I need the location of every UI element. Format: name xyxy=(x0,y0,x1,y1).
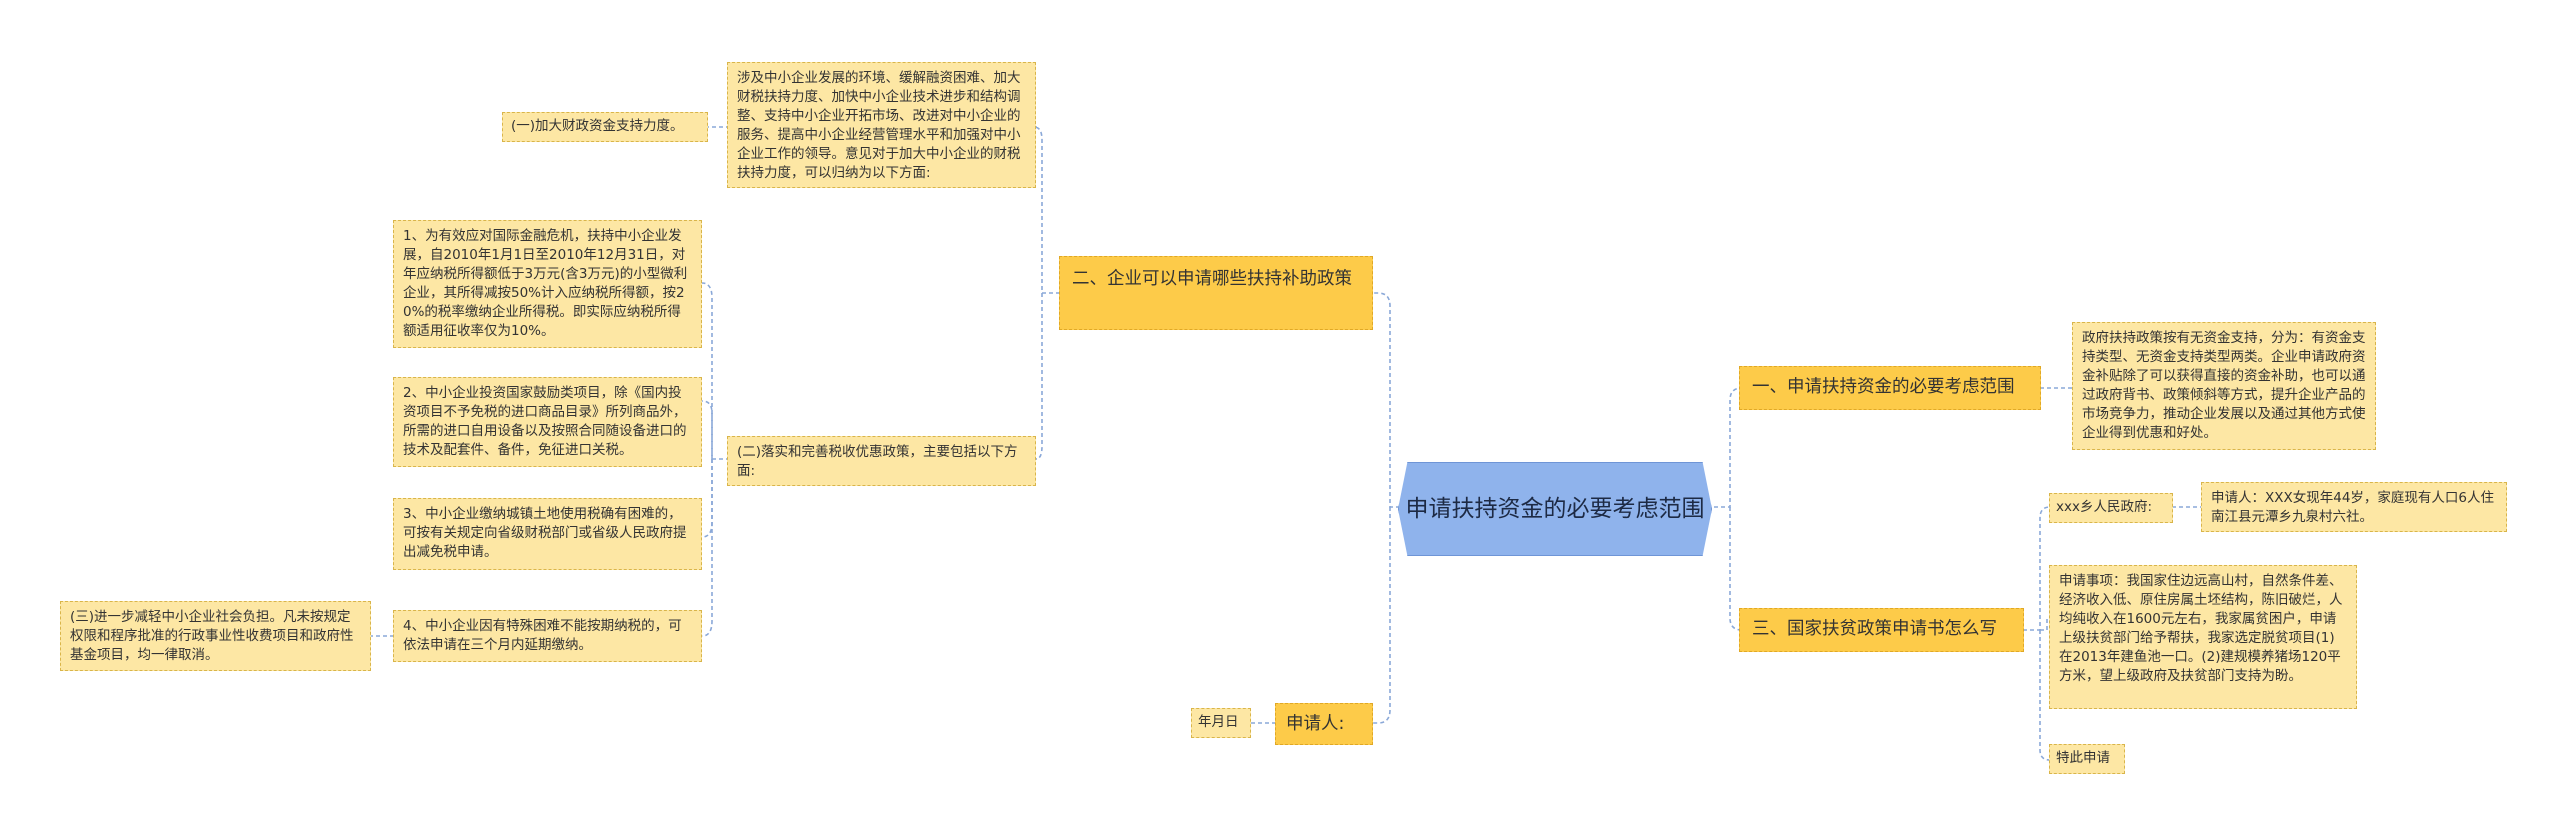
branch-2-intro-text: 涉及中小企业发展的环境、缓解融资困难、加大财税扶持力度、加快中小企业技术进步和结… xyxy=(737,70,1021,181)
branch-1-title: 一、申请扶持资金的必要考虑范围 xyxy=(1752,377,2015,397)
branch-3-person[interactable]: 申请人：XXX女现年44岁，家庭现有人口6人住南江县元潭乡九泉村六社。 xyxy=(2201,482,2507,532)
branch-1-detail-text: 政府扶持政策按有无资金支持，分为：有资金支持类型、无资金支持类型两类。企业申请政… xyxy=(2082,330,2366,441)
branch-3-gov-text: xxx乡人民政府: xyxy=(2056,499,2153,515)
branch-3-node[interactable]: 三、国家扶贫政策申请书怎么写 xyxy=(1739,608,2024,652)
branch-2-sub2[interactable]: 2、中小企业投资国家鼓励类项目，除《国内投资项目不予免税的进口商品目录》所列商品… xyxy=(393,377,702,467)
branch-3-matter-text: 申请事项：我国家住边远高山村，自然条件差、经济收入低、原住房属土坯结构，陈旧破烂… xyxy=(2059,573,2343,684)
applicant-date[interactable]: 年月日 xyxy=(1191,708,1251,738)
branch-3-gov[interactable]: xxx乡人民政府: xyxy=(2049,493,2173,523)
applicant-title: 申请人: xyxy=(1286,714,1345,734)
branch-2-item2[interactable]: (二)落实和完善税收优惠政策，主要包括以下方面: xyxy=(727,436,1036,486)
applicant-node[interactable]: 申请人: xyxy=(1275,703,1373,745)
branch-2-sub2-text: 2、中小企业投资国家鼓励类项目，除《国内投资项目不予免税的进口商品目录》所列商品… xyxy=(403,385,687,458)
root-label: 申请扶持资金的必要考虑范围 xyxy=(1405,496,1705,522)
branch-2-item3[interactable]: (三)进一步减轻中小企业社会负担。凡未按规定权限和程序批准的行政事业性收费项目和… xyxy=(60,601,371,671)
branch-2-node[interactable]: 二、企业可以申请哪些扶持补助政策 xyxy=(1059,256,1373,330)
branch-3-title: 三、国家扶贫政策申请书怎么写 xyxy=(1752,619,1997,639)
branch-3-matter[interactable]: 申请事项：我国家住边远高山村，自然条件差、经济收入低、原住房属土坯结构，陈旧破烂… xyxy=(2049,565,2357,709)
branch-2-item3-text: (三)进一步减轻中小企业社会负担。凡未按规定权限和程序批准的行政事业性收费项目和… xyxy=(70,609,354,663)
branch-2-item1[interactable]: (一)加大财政资金支持力度。 xyxy=(502,112,708,142)
branch-2-title: 二、企业可以申请哪些扶持补助政策 xyxy=(1072,269,1352,289)
branch-2-sub4[interactable]: 4、中小企业因有特殊困难不能按期纳税的，可依法申请在三个月内延期缴纳。 xyxy=(393,610,702,662)
branch-2-intro[interactable]: 涉及中小企业发展的环境、缓解融资困难、加大财税扶持力度、加快中小企业技术进步和结… xyxy=(727,62,1036,188)
branch-2-sub1-text: 1、为有效应对国际金融危机，扶持中小企业发展，自2010年1月1日至2010年1… xyxy=(403,228,688,339)
applicant-date-text: 年月日 xyxy=(1198,714,1239,730)
branch-2-item1-text: (一)加大财政资金支持力度。 xyxy=(511,118,684,134)
branch-2-sub3[interactable]: 3、中小企业缴纳城镇土地使用税确有困难的，可按有关规定向省级财税部门或省级人民政… xyxy=(393,498,702,570)
branch-2-sub3-text: 3、中小企业缴纳城镇土地使用税确有困难的，可按有关规定向省级财税部门或省级人民政… xyxy=(403,506,687,560)
branch-1-node[interactable]: 一、申请扶持资金的必要考虑范围 xyxy=(1739,366,2041,410)
branch-3-closing-text: 特此申请 xyxy=(2056,750,2110,766)
branch-3-closing[interactable]: 特此申请 xyxy=(2049,744,2125,774)
root-node[interactable]: 申请扶持资金的必要考虑范围 xyxy=(1398,462,1712,556)
branch-2-sub1[interactable]: 1、为有效应对国际金融危机，扶持中小企业发展，自2010年1月1日至2010年1… xyxy=(393,220,702,348)
branch-2-item2-text: (二)落实和完善税收优惠政策，主要包括以下方面: xyxy=(737,444,1018,479)
branch-1-detail[interactable]: 政府扶持政策按有无资金支持，分为：有资金支持类型、无资金支持类型两类。企业申请政… xyxy=(2072,322,2376,450)
branch-3-person-text: 申请人：XXX女现年44岁，家庭现有人口6人住南江县元潭乡九泉村六社。 xyxy=(2211,490,2495,525)
branch-2-sub4-text: 4、中小企业因有特殊困难不能按期纳税的，可依法申请在三个月内延期缴纳。 xyxy=(403,618,682,653)
